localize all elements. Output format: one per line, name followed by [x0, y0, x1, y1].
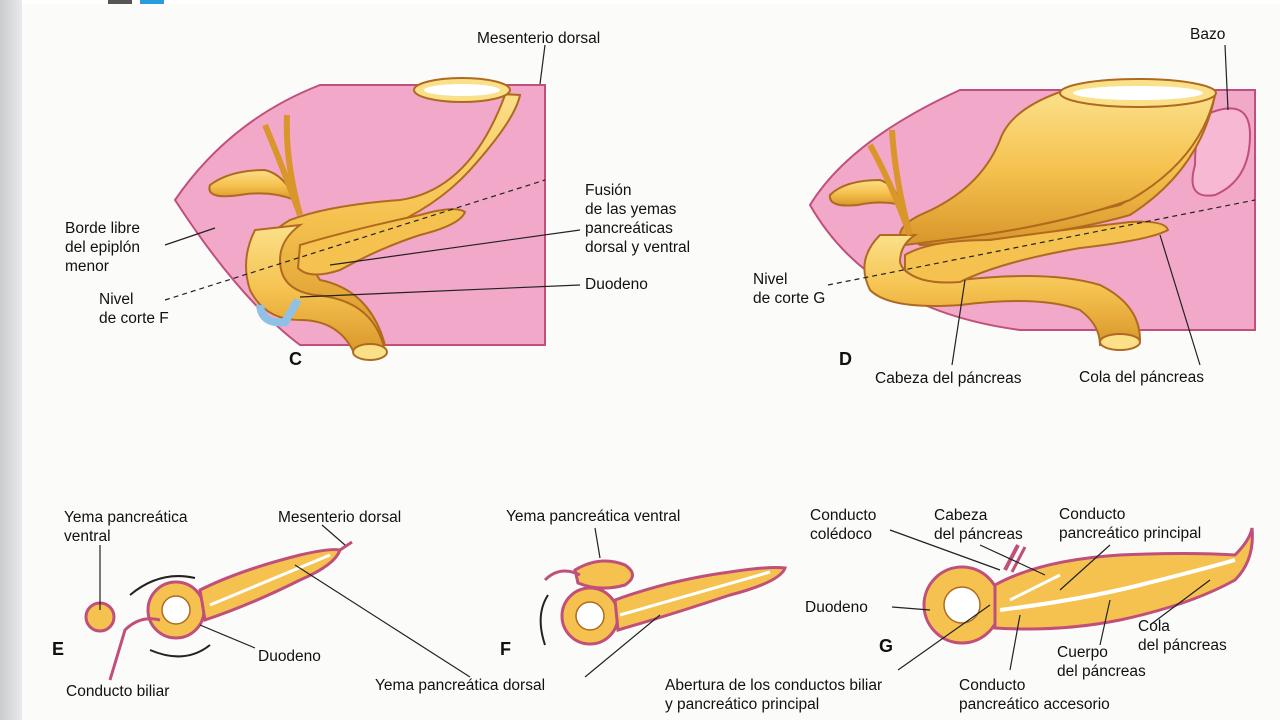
panel-letter-f: F	[500, 639, 511, 659]
label-duodeno-g: Duodeno	[805, 599, 868, 616]
label-duodeno-c: Duodeno	[585, 276, 648, 293]
label-conducto-principal: Conducto pancreático principal	[1059, 506, 1202, 542]
label-conducto-biliar: Conducto biliar	[66, 683, 170, 700]
label-yema-ventral-e: Yema pancreática ventral	[64, 509, 188, 545]
panel-f-illustration	[539, 527, 788, 678]
label-yema-ventral-f: Yema pancreática ventral	[506, 508, 681, 525]
panel-letter-d: D	[839, 349, 852, 369]
panel-d-illustration	[808, 44, 1256, 366]
pancreas-g	[993, 527, 1254, 631]
label-mesenterio-dorsal-e: Mesenterio dorsal	[278, 509, 402, 526]
ventral-bud-f	[573, 559, 634, 590]
slide-frame-accent	[108, 0, 132, 5]
label-yema-dorsal: Yema pancreática dorsal	[375, 677, 546, 694]
label-borde-libre: Borde libre del epiplón menor	[65, 220, 140, 275]
label-conducto-coledoco: Conducto colédoco	[810, 507, 877, 543]
label-conducto-accesorio: Conducto pancreático accesorio	[959, 677, 1110, 713]
panel-letter-g: G	[879, 636, 894, 656]
slide-frame-left	[0, 0, 22, 720]
label-nivel-corte-f: Nivel de corte F	[99, 291, 169, 327]
label-bazo: Bazo	[1190, 26, 1226, 43]
label-nivel-corte-g: Nivel de corte G	[753, 271, 826, 307]
ring-c	[256, 297, 302, 327]
panel-letter-e: E	[52, 639, 65, 659]
dorsal-bud-f	[613, 566, 788, 632]
pancreas-d	[904, 220, 1170, 284]
label-mesenterio-dorsal-c: Mesenterio dorsal	[477, 30, 601, 47]
label-cabeza-pancreas-d: Cabeza del páncreas	[875, 370, 1022, 387]
pancreas-c	[296, 208, 467, 276]
panel-g-illustration	[889, 527, 1254, 671]
dorsal-bud-e	[198, 548, 342, 622]
label-cola-pancreas-g: Cola del páncreas	[1138, 618, 1227, 654]
label-cola-pancreas-d: Cola del páncreas	[1079, 369, 1204, 386]
label-abertura-conductos: Abertura de los conductos biliar y pancr…	[665, 677, 883, 713]
label-cabeza-pancreas-g: Cabeza del páncreas	[934, 507, 1023, 543]
label-duodeno-e: Duodeno	[258, 648, 321, 665]
pancreas-development-diagram	[84, 44, 1256, 681]
panel-c-illustration	[164, 44, 581, 361]
label-cuerpo-pancreas: Cuerpo del páncreas	[1057, 644, 1146, 680]
panel-letter-c: C	[289, 349, 302, 369]
figure-page: C D E F G Mesenterio dorsal Borde libre …	[22, 4, 1280, 720]
slide-frame-accent	[140, 0, 164, 5]
label-fusion-yemas: Fusión de las yemas pancreáticas dorsal …	[585, 182, 691, 256]
panel-e-illustration	[84, 524, 471, 681]
